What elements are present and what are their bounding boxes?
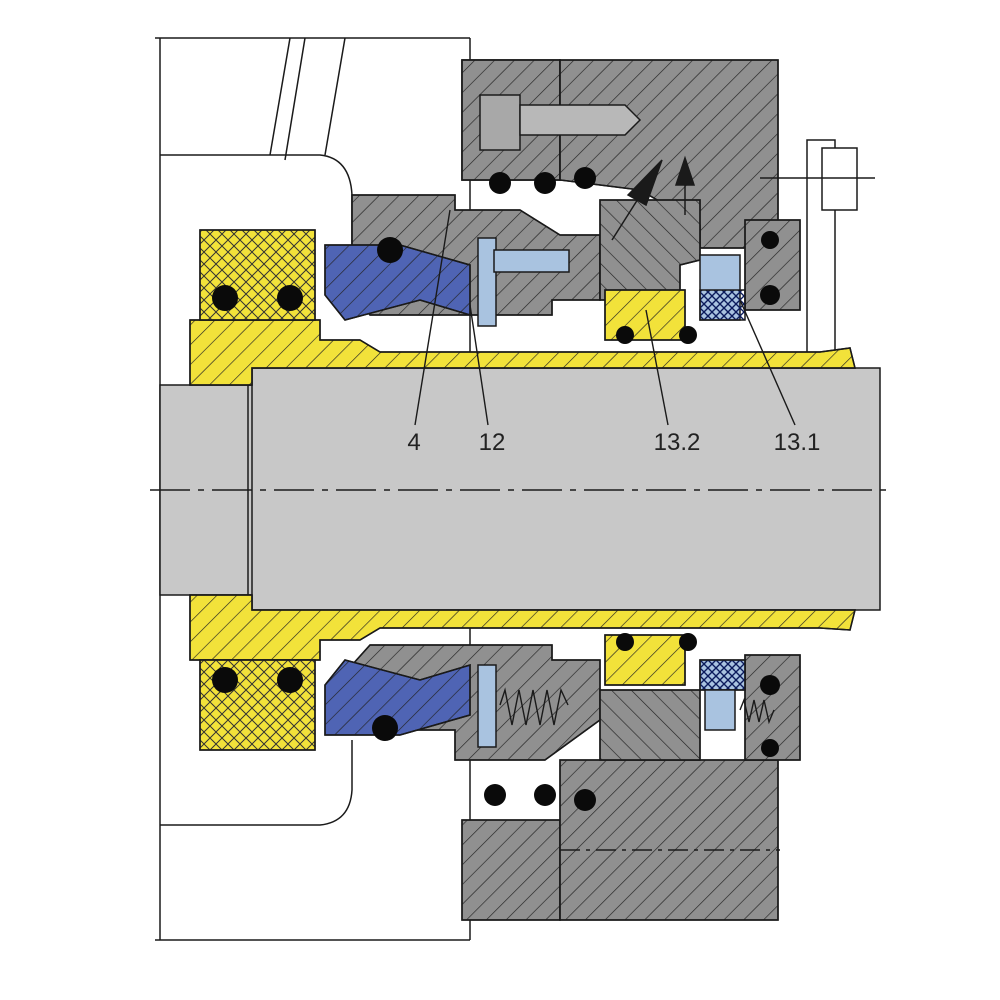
end-flange-plate: [760, 139, 875, 356]
o-ring-set: [212, 167, 780, 811]
callout-label-13-1: 13.1: [774, 429, 821, 456]
callout-label-12: 12: [479, 429, 506, 456]
flow-arrows: [611, 155, 696, 241]
leader-13-1: [739, 299, 796, 426]
leader-13-2: [645, 309, 669, 426]
shaft-sleeve: [189, 319, 856, 661]
leader-12: [469, 304, 489, 426]
spring-elements: [499, 687, 775, 726]
stationary-seal-faces: [324, 237, 746, 748]
callout-labels: 4 12 13.2 13.1: [407, 429, 820, 456]
leader-4: [414, 209, 451, 426]
callout-label-4: 4: [407, 429, 420, 456]
callout-label-13-2: 13.2: [654, 429, 701, 456]
shaft: [150, 367, 890, 611]
gland-housing: [461, 59, 780, 921]
callout-leader-lines: [414, 209, 796, 426]
